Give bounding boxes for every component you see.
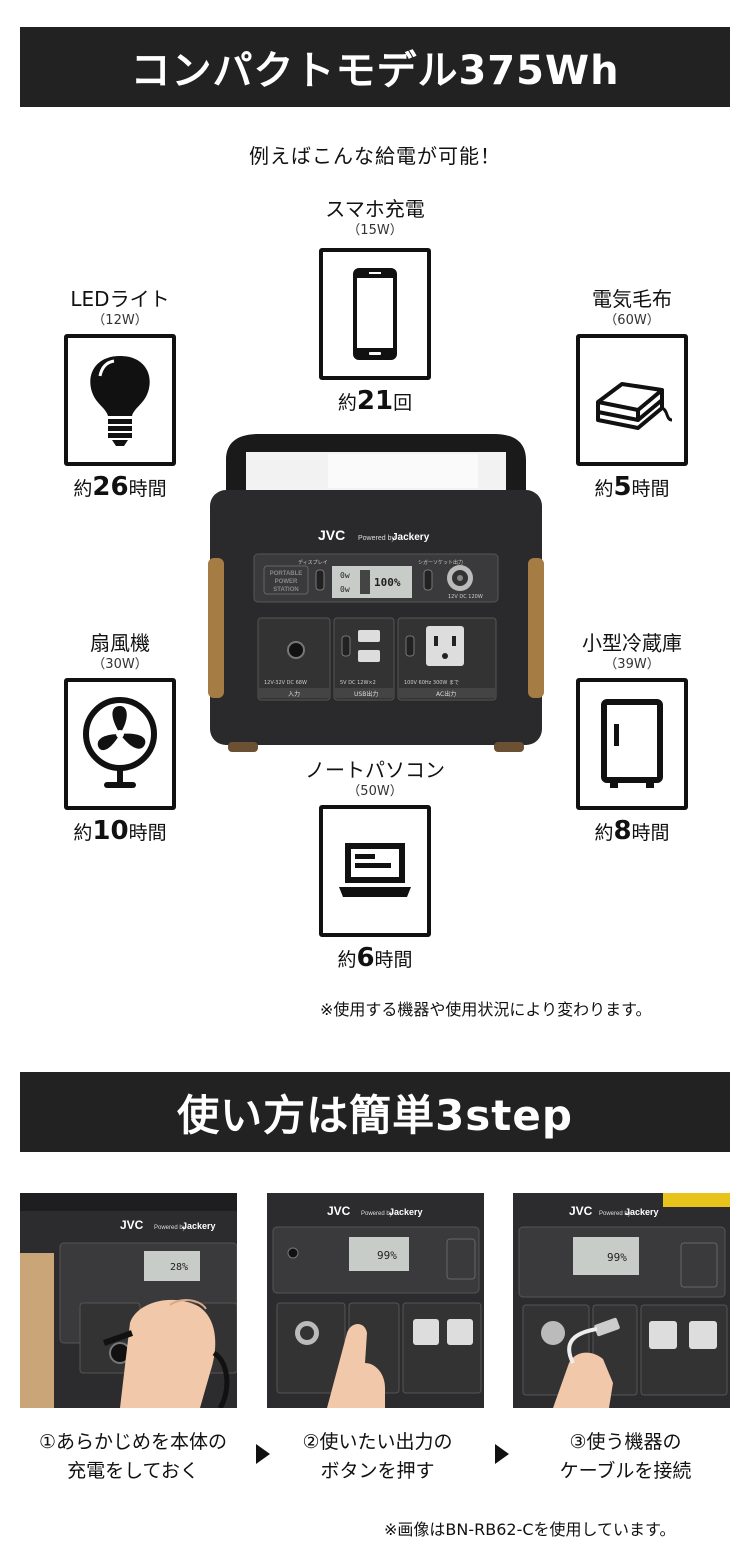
image-note: ※画像はBN-RB62-Cを使用しています。 bbox=[384, 1520, 676, 1539]
station-powered-by: Powered by bbox=[358, 535, 395, 542]
device-icon-box bbox=[576, 334, 688, 466]
step3-brand: JVC bbox=[569, 1204, 593, 1218]
device-icon-box bbox=[319, 248, 431, 380]
device-smartphone: スマホ充電 （15W） 約21回 bbox=[300, 196, 450, 416]
laptop-icon bbox=[339, 843, 411, 897]
step3-battery: 99% bbox=[607, 1251, 627, 1264]
device-electric-blanket: 電気毛布 （60W） 約5時間 bbox=[557, 286, 707, 502]
device-led-light: LEDライト （12W） 約26時間 bbox=[45, 286, 195, 502]
usb-label: USB出力 bbox=[354, 690, 378, 698]
display-button bbox=[315, 569, 325, 591]
step2-battery: 99% bbox=[377, 1249, 397, 1262]
device-watt: （39W） bbox=[604, 657, 660, 672]
badge-line3: STATION bbox=[273, 587, 298, 593]
ac-label: AC出力 bbox=[436, 690, 456, 698]
steps-title-banner: 使い方は簡単3step bbox=[20, 1072, 730, 1152]
badge-line1: PORTABLE bbox=[270, 571, 303, 577]
station-brand: JVC bbox=[318, 527, 345, 543]
device-result: 約8時間 bbox=[594, 816, 670, 846]
ac-spec: 100V 60Hz 300W まで bbox=[404, 680, 459, 686]
svg-text:Jackery: Jackery bbox=[625, 1207, 659, 1217]
device-result: 約5時間 bbox=[594, 472, 670, 502]
device-watt: （60W） bbox=[604, 313, 660, 328]
device-name: スマホ充電 bbox=[325, 197, 425, 221]
device-result: 約10時間 bbox=[73, 816, 167, 846]
device-icon-box bbox=[319, 805, 431, 937]
device-watt: （50W） bbox=[347, 784, 403, 799]
device-name: 小型冷蔵庫 bbox=[582, 631, 682, 655]
step1-photo: JVC Powered by Jackery 28% bbox=[20, 1193, 237, 1408]
step-arrow-icon bbox=[495, 1444, 509, 1464]
step1-battery: 28% bbox=[170, 1262, 188, 1273]
device-result: 約26時間 bbox=[73, 472, 167, 502]
fan-icon bbox=[83, 697, 157, 788]
device-watt: （15W） bbox=[347, 223, 403, 238]
lcd-battery: 100% bbox=[374, 576, 401, 589]
device-laptop: ノートパソコン （50W） 約6時間 bbox=[300, 757, 450, 973]
step2-caption: ②使いたい出力の ボタンを押す bbox=[302, 1431, 453, 1482]
socket-label: シガーソケット出力 bbox=[418, 559, 463, 566]
lcd-output-watt: 0w bbox=[340, 585, 350, 594]
usage-note: ※使用する機器や使用状況により変わります。 bbox=[320, 1000, 652, 1019]
step1-brand: JVC bbox=[120, 1218, 144, 1232]
device-icon-box bbox=[64, 334, 176, 466]
svg-text:Powered by: Powered by bbox=[361, 1211, 393, 1217]
refrigerator-icon bbox=[601, 699, 663, 788]
device-watt: （12W） bbox=[92, 313, 148, 328]
car-spec: 12V DC 120W bbox=[448, 594, 483, 600]
svg-text:Jackery: Jackery bbox=[182, 1221, 216, 1231]
svg-text:Jackery: Jackery bbox=[389, 1207, 423, 1217]
device-icon-box bbox=[64, 678, 176, 810]
input-label: 入力 bbox=[288, 690, 300, 698]
station-partner: Jackery bbox=[392, 532, 430, 543]
step3-caption: ③使う機器の ケーブルを接続 bbox=[559, 1431, 692, 1482]
smartphone-icon bbox=[353, 268, 397, 360]
step1-caption: ①あらかじめを本体の 充電をしておく bbox=[38, 1431, 228, 1482]
device-name: 扇風機 bbox=[90, 631, 150, 655]
step3-photo: JVC Powered by Jackery 99% bbox=[513, 1193, 730, 1408]
device-name: ノートパソコン bbox=[305, 758, 445, 782]
usb-spec: 5V DC 12W×2 bbox=[340, 680, 376, 686]
device-name: LEDライト bbox=[70, 287, 170, 311]
input-spec: 12V-32V DC 68W bbox=[264, 680, 307, 686]
device-watt: （30W） bbox=[92, 657, 148, 672]
display-label: ディスプレイ bbox=[298, 559, 328, 566]
socket-button bbox=[423, 569, 433, 591]
power-station-image: JVC Powered by Jackery ディスプレイ シガーソケット出力 … bbox=[208, 434, 544, 752]
model-title: コンパクトモデル375Wh bbox=[130, 48, 620, 94]
step2-photo: JVC Powered by Jackery 99% bbox=[267, 1193, 484, 1408]
svg-text:Powered by: Powered by bbox=[599, 1211, 631, 1217]
device-name: 電気毛布 bbox=[592, 287, 672, 311]
device-refrigerator: 小型冷蔵庫 （39W） 約8時間 bbox=[557, 630, 707, 846]
step2-brand: JVC bbox=[327, 1204, 351, 1218]
svg-text:Powered by: Powered by bbox=[154, 1225, 186, 1231]
badge-line2: POWER bbox=[275, 579, 298, 585]
steps-title: 使い方は簡単3step bbox=[177, 1090, 573, 1140]
lcd-input-watt: 0w bbox=[340, 571, 350, 580]
device-result: 約6時間 bbox=[337, 943, 413, 973]
step-arrow-icon bbox=[256, 1444, 270, 1464]
electric-blanket-icon bbox=[596, 382, 673, 430]
model-title-banner: コンパクトモデル375Wh bbox=[20, 27, 730, 107]
lightbulb-icon bbox=[90, 356, 150, 446]
device-result: 約21回 bbox=[337, 386, 413, 416]
device-fan: 扇風機 （30W） 約10時間 bbox=[45, 630, 195, 846]
lead-text: 例えばこんな給電が可能！ bbox=[249, 144, 501, 168]
device-icon-box bbox=[576, 678, 688, 810]
